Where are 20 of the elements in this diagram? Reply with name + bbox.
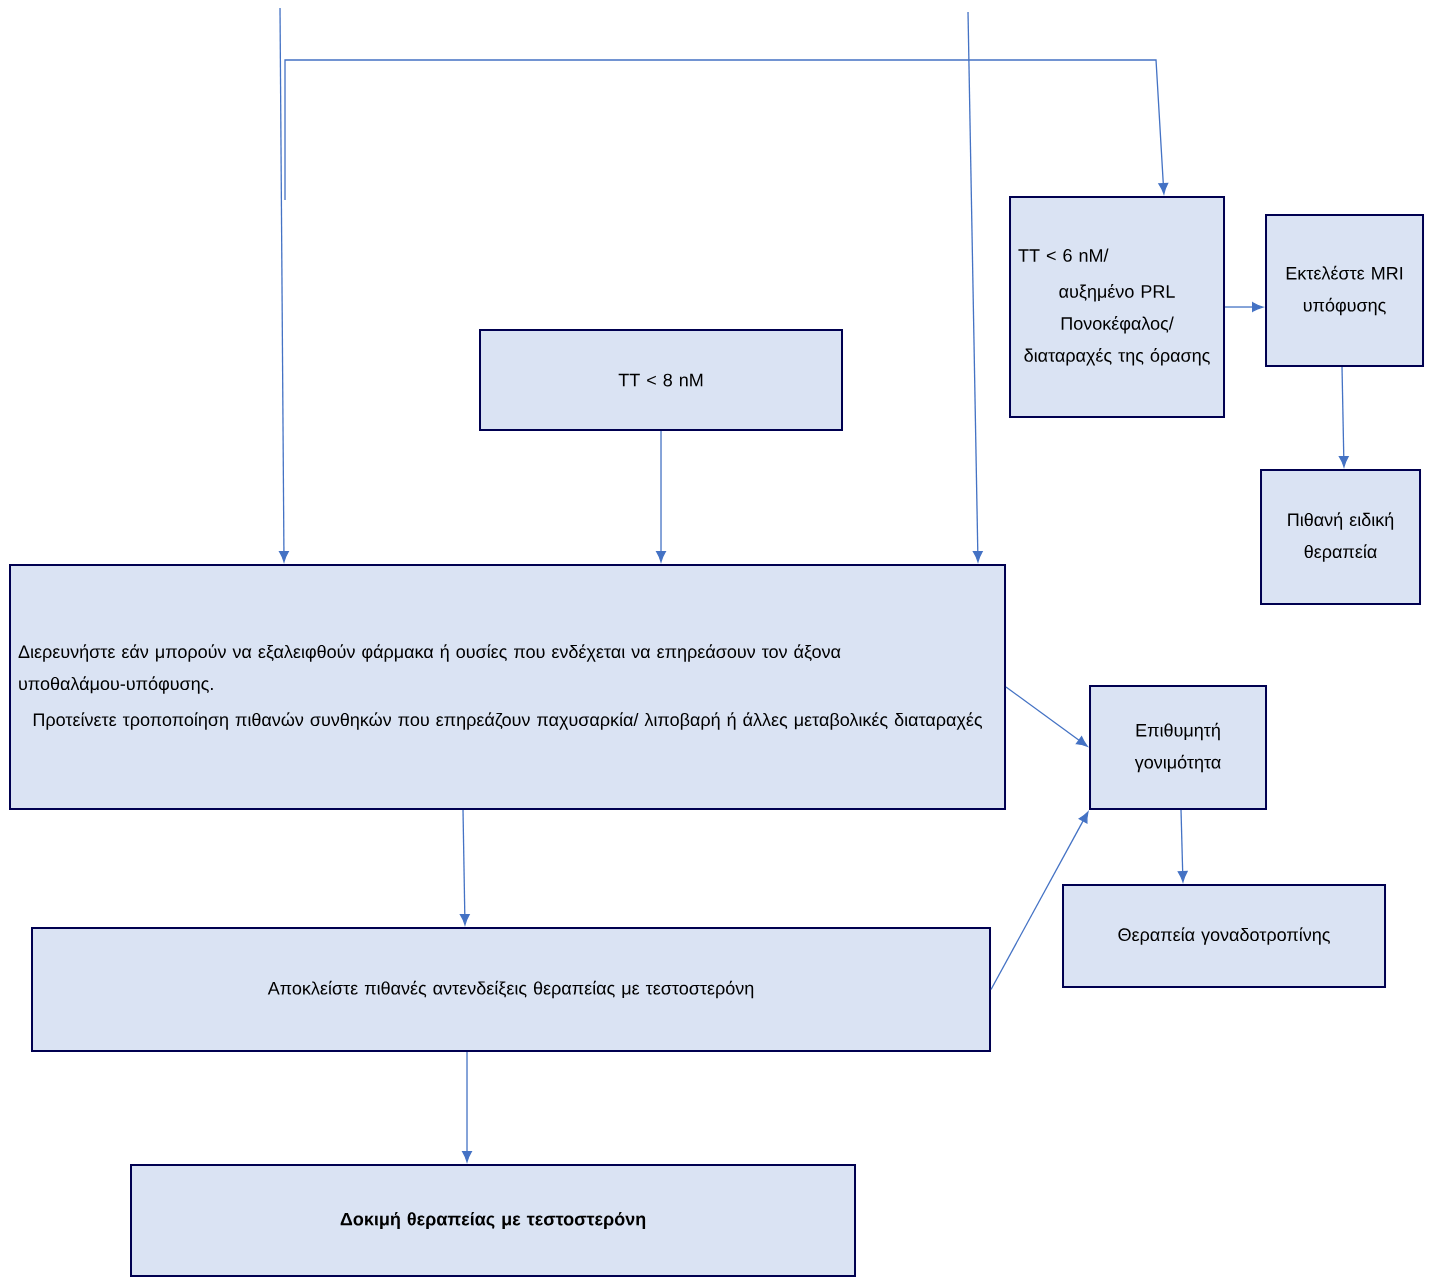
arrow: [1224, 302, 1264, 312]
process-box: Δοκιμή θεραπείας με τεστοστερόνη: [130, 1164, 856, 1277]
arrow: [462, 1051, 472, 1163]
arrow: [459, 809, 470, 926]
process-box: Πιθανή ειδική θεραπεία: [1260, 469, 1421, 605]
arrow: [990, 811, 1089, 991]
process-box: TT < 6 nM/ αυξημένο PRL Πονοκέφαλος/ διαταραχές της όρασης: [1009, 196, 1225, 418]
arrow: [279, 7, 289, 563]
arrow: [1005, 686, 1088, 747]
arrow: [1177, 809, 1188, 883]
process-box: Διερευνήστε εάν μπορούν να εξαλειφθούν φάρμακα ή ουσίες που ενδέχεται να επηρεάσουν τον άξονα υποθαλάμου-υπόφυσης. Προτείνετε τροποποίηση πιθανών συνθηκών που επηρεάζουν παχυσαρκία/ λιποβαρή ή άλλες μεταβολικές διαταραχές: [9, 564, 1006, 810]
arrow: [284, 59, 1169, 201]
process-box: Εκτελέστε MRI υπόφυσης: [1265, 214, 1424, 367]
arrow: [967, 11, 983, 563]
process-box: Θεραπεία γοναδοτροπίνης: [1062, 884, 1386, 988]
arrow: [656, 430, 666, 563]
process-box: Επιθυμητή γονιμότητα: [1089, 685, 1267, 810]
process-box: TT < 8 nM: [479, 329, 843, 431]
process-box: Αποκλείστε πιθανές αντενδείξεις θεραπείας με τεστοστερόνη: [31, 927, 991, 1052]
arrow: [1338, 366, 1349, 468]
